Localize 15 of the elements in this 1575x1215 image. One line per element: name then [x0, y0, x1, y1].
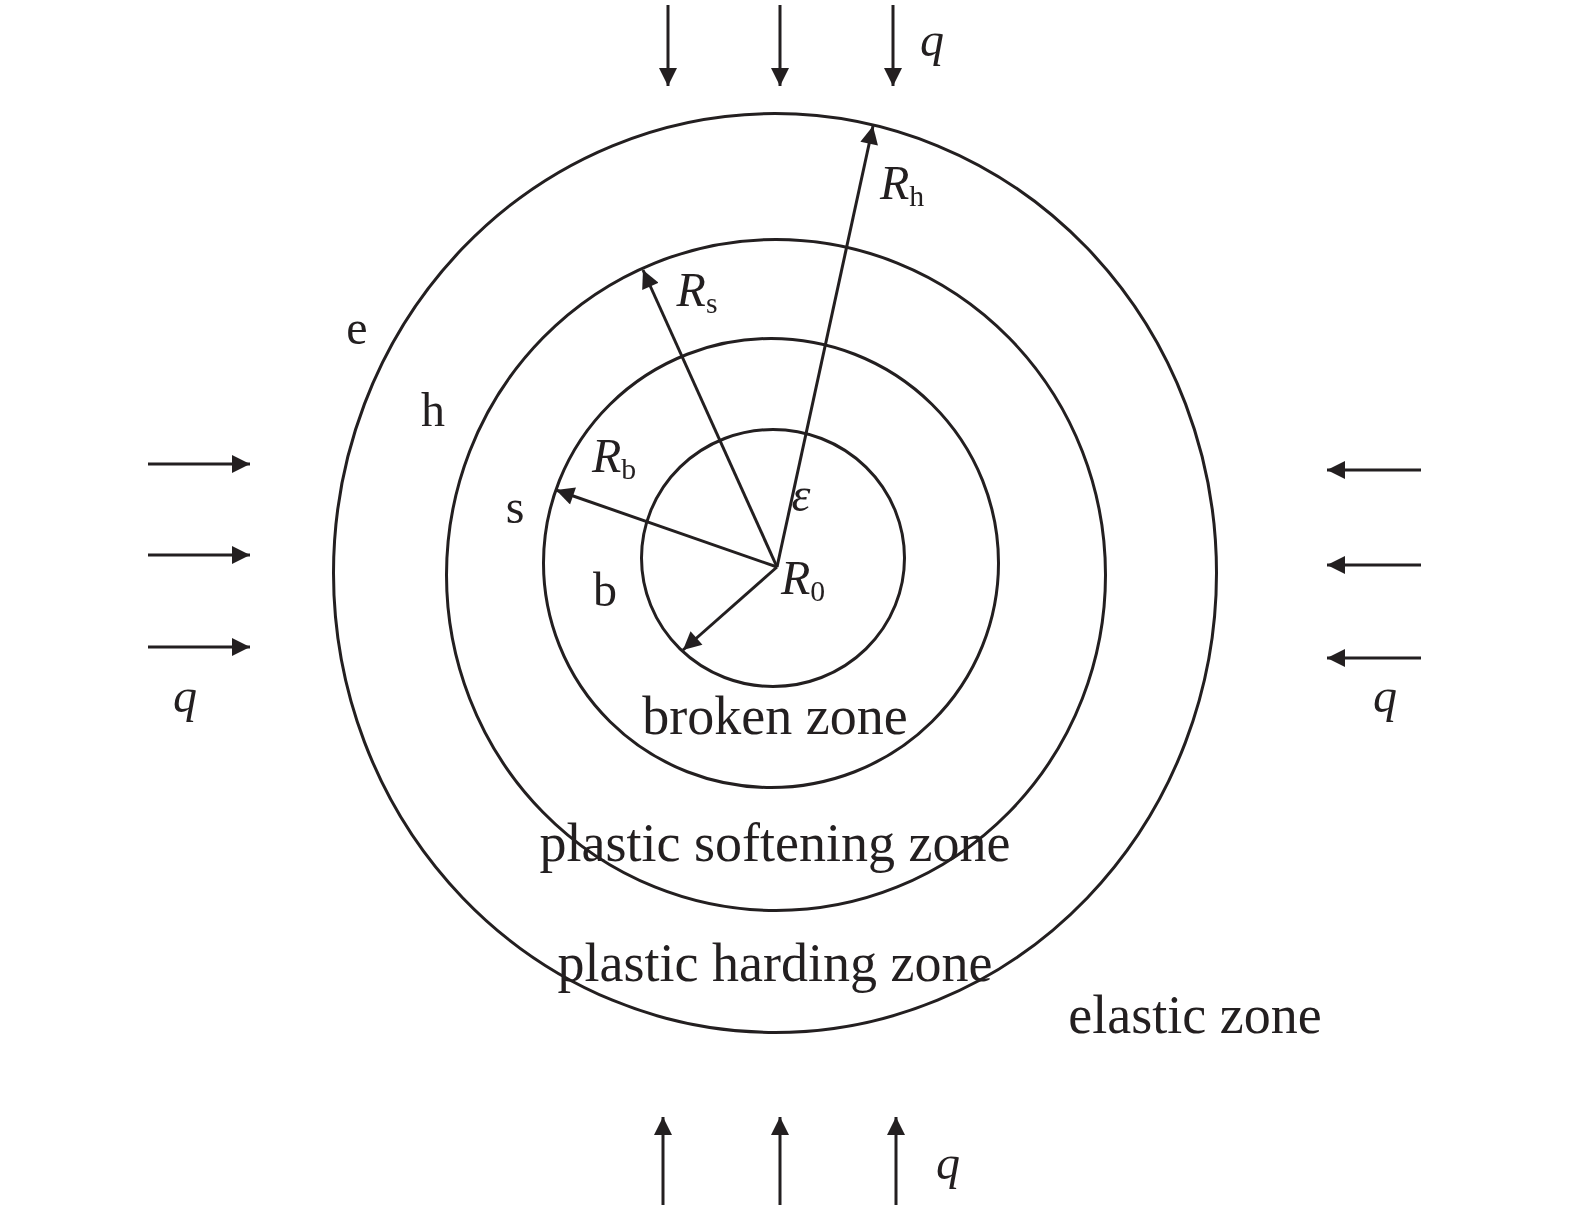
angle-symbol: ε: [791, 471, 811, 519]
radius-label: R$_{s}$: [676, 265, 718, 319]
radius-label: R$_{h}$: [879, 158, 925, 212]
zone-label: elastic zone: [1068, 988, 1322, 1042]
load-symbol: q: [936, 1139, 960, 1187]
radius-label: R$_{0}$: [780, 553, 826, 607]
load-symbol: q: [920, 16, 944, 64]
zone-letter: h: [421, 386, 445, 434]
zone-letter: s: [505, 483, 525, 531]
load-symbol: q: [173, 672, 197, 720]
load-symbol: q: [1373, 672, 1397, 720]
zone-letter: e: [346, 304, 368, 352]
zone-letter: b: [593, 566, 617, 614]
zone-label: broken zone: [642, 689, 908, 743]
radius-label: R$_{b}$: [591, 431, 637, 485]
